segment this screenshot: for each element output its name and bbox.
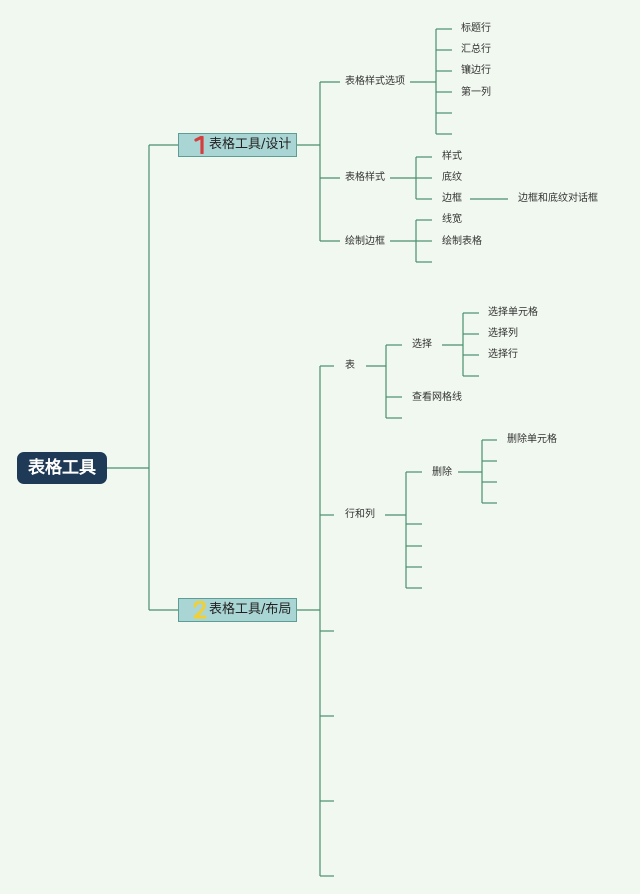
style-option-item[interactable]: 标题行 [461,23,491,34]
draw-border-node[interactable]: 绘制边框 [345,236,385,247]
gridlines-node[interactable]: 查看网格线 [412,392,462,403]
layout-branch-node[interactable]: 表格工具/布局 [178,598,297,622]
style-option-item[interactable]: 汇总行 [461,44,491,55]
style-option-item[interactable]: 第一列 [461,87,491,98]
draw-border-item[interactable]: 线宽 [442,214,462,225]
table-node[interactable]: 表 [345,360,355,371]
table-styles-node[interactable]: 表格样式 [345,172,385,183]
draw-border-item[interactable]: 绘制表格 [442,236,482,247]
select-item[interactable]: 选择单元格 [488,307,538,318]
delete-item[interactable]: 删除单元格 [507,434,557,445]
number-one-icon [193,136,207,154]
rows-cols-node[interactable]: 行和列 [345,509,375,520]
table-styles-item[interactable]: 底纹 [442,172,462,183]
table-styles-item[interactable]: 样式 [442,151,462,162]
select-item[interactable]: 选择列 [488,328,518,339]
number-two-icon [193,601,207,619]
select-item[interactable]: 选择行 [488,349,518,360]
table-styles-item[interactable]: 边框 [442,193,462,204]
design-branch-node[interactable]: 表格工具/设计 [178,133,297,157]
root-node[interactable]: 表格工具 [17,452,107,484]
design-branch-label: 表格工具/设计 [209,137,292,152]
borders-dialog-node[interactable]: 边框和底纹对话框 [518,193,598,204]
style-options-node[interactable]: 表格样式选项 [345,76,405,87]
select-node[interactable]: 选择 [412,339,432,350]
layout-branch-label: 表格工具/布局 [209,602,292,617]
style-option-item[interactable]: 镶边行 [461,65,491,76]
delete-node[interactable]: 删除 [432,467,452,478]
